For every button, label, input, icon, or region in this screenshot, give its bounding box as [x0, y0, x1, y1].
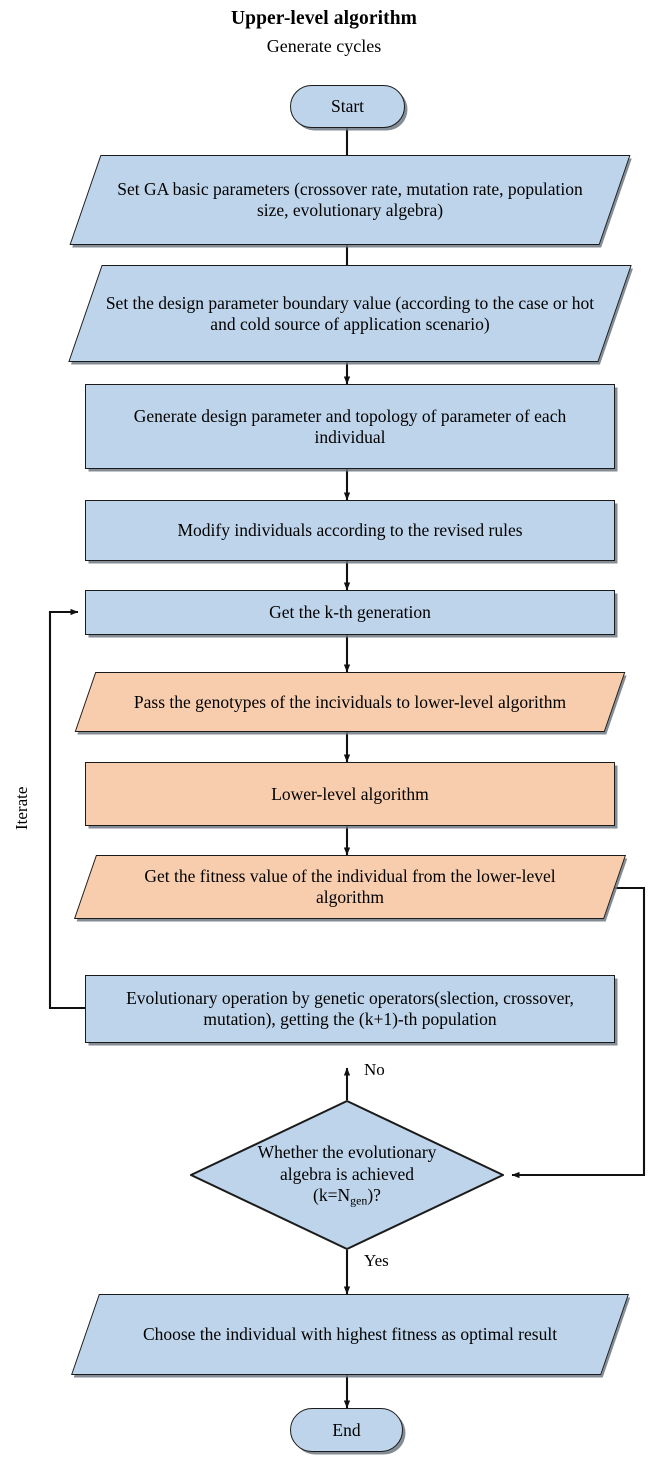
decision-line-3: (k=Ngen)?: [258, 1185, 437, 1208]
node-get-kth-generation-label: Get the k-th generation: [269, 602, 431, 623]
edge-label-no: No: [364, 1060, 385, 1079]
node-decision-evolutionary-algebra[interactable]: Whether the evolutionary algebra is achi…: [190, 1100, 504, 1250]
node-generate-design[interactable]: Generate design parameter and topology o…: [85, 384, 615, 469]
node-evolutionary-operation-label: Evolutionary operation by genetic operat…: [126, 988, 574, 1029]
node-lower-level-algorithm-label: Lower-level algorithm: [271, 783, 429, 804]
node-modify-individuals[interactable]: Modify individuals according to the revi…: [85, 500, 615, 561]
node-decision-text: Whether the evolutionary algebra is achi…: [252, 1142, 443, 1208]
node-get-kth-generation[interactable]: Get the k-th generation: [85, 590, 615, 635]
node-choose-best-label: Choose the individual with highest fitne…: [142, 1324, 558, 1345]
decision-line-3-subscript: gen: [350, 1193, 368, 1208]
edge-iterate-loop: [48, 608, 85, 1010]
decision-line-2: algebra is achieved: [279, 1163, 415, 1184]
decision-line-3-suffix: )?: [367, 1184, 381, 1205]
node-start-label: Start: [330, 96, 365, 117]
node-end[interactable]: End: [290, 1408, 403, 1452]
node-set-ga-label: Set GA basic parameters (crossover rate,…: [117, 179, 583, 220]
node-set-boundary[interactable]: Set the design parameter boundary value …: [68, 265, 632, 362]
node-end-label: End: [332, 1419, 361, 1440]
edge-label-yes: Yes: [364, 1251, 389, 1270]
node-get-fitness[interactable]: Get the fitness value of the individual …: [73, 855, 627, 919]
decision-line-3-prefix: (k=N: [313, 1184, 351, 1205]
node-lower-level-algorithm[interactable]: Lower-level algorithm: [85, 762, 615, 826]
edge-fitness-to-decision-right: [511, 886, 646, 1179]
node-set-boundary-label: Set the design parameter boundary value …: [105, 292, 595, 334]
decision-diamond-shape: [190, 1100, 504, 1250]
edge-label-iterate: Iterate: [12, 786, 31, 830]
page-subtitle: Generate cycles: [266, 36, 382, 56]
node-pass-genotypes-label: Pass the genotypes of the incividuals to…: [133, 691, 567, 712]
node-start[interactable]: Start: [290, 85, 405, 128]
decision-line-1: Whether the evolutionary: [257, 1142, 437, 1163]
node-choose-best-individual[interactable]: Choose the individual with highest fitne…: [71, 1294, 629, 1375]
node-pass-genotypes[interactable]: Pass the genotypes of the incividuals to…: [74, 672, 626, 732]
node-get-fitness-label: Get the fitness value of the individual …: [144, 866, 556, 907]
node-set-ga-parameters[interactable]: Set GA basic parameters (crossover rate,…: [69, 155, 631, 245]
node-generate-design-label: Generate design parameter and topology o…: [133, 405, 567, 447]
node-modify-individuals-label: Modify individuals according to the revi…: [177, 520, 523, 541]
node-evolutionary-operation[interactable]: Evolutionary operation by genetic operat…: [85, 975, 615, 1043]
page-title: Upper-level algorithm: [230, 8, 418, 29]
